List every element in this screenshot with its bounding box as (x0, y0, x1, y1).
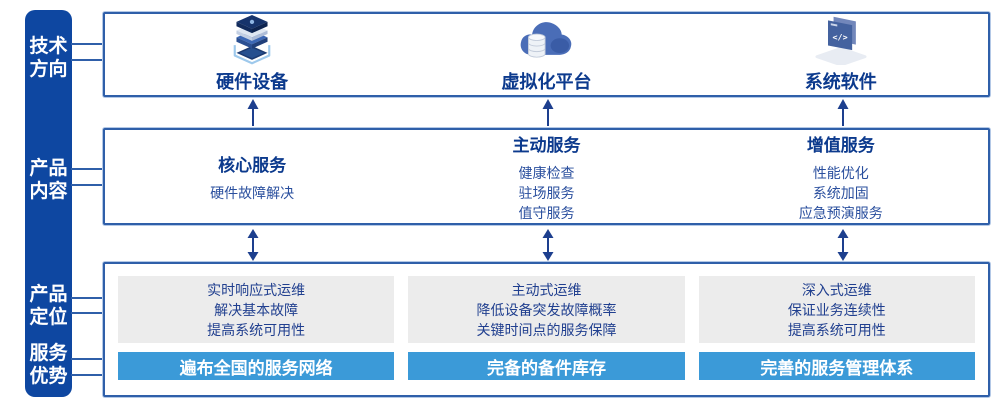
connector-line (71, 168, 104, 170)
service-title: 增值服务 (806, 135, 875, 155)
positioning-line: 主动式运维 (511, 281, 582, 298)
positioning-line: 解决基本故障 (214, 301, 299, 318)
svg-text:</>: </> (832, 32, 847, 42)
service-item: 应急预演服务 (798, 204, 883, 221)
connector-line (71, 43, 104, 45)
advantage-bar: 完善的服务管理体系 (698, 352, 975, 380)
arrow-up-down-icon (247, 229, 259, 261)
positioning-line: 提高系统可用性 (787, 321, 886, 338)
service-col-active: 主动服务 健康检查 驻场服务 值守服务 (399, 130, 693, 223)
arrow-up-icon (542, 99, 554, 126)
positioning-box: 实时响应式运维 解决基本故障 提高系统可用性 (118, 276, 395, 344)
connector-line (71, 374, 104, 376)
connector-line (71, 59, 104, 61)
service-item: 性能优化 (812, 164, 869, 181)
code-window-icon: </> (811, 15, 871, 65)
tech-item-hardware: 硬件设备 (105, 14, 399, 95)
arrow-up-down-icon (542, 229, 554, 261)
positioning-line: 降低设备突发故障概率 (476, 301, 617, 318)
cloud-database-icon (516, 15, 576, 65)
panel-positioning-advantage: 实时响应式运维 解决基本故障 提高系统可用性 遍布全国的服务网络 主动式运维 降… (103, 262, 990, 397)
connector-line (71, 312, 104, 314)
positioning-line: 深入式运维 (801, 281, 872, 298)
tech-item-label: 虚拟化平台 (501, 72, 592, 92)
positioning-line: 保证业务连续性 (787, 301, 886, 318)
service-col-core: 核心服务 硬件故障解决 (105, 130, 399, 223)
positioning-line: 实时响应式运维 (207, 281, 306, 298)
tech-item-label: 系统软件 (804, 72, 877, 92)
positioning-col-deep: 深入式运维 保证业务连续性 提高系统可用性 完善的服务管理体系 (698, 276, 975, 380)
rail-label-product-positioning: 产品 定位 (29, 284, 68, 328)
service-item: 值守服务 (518, 204, 575, 221)
tech-item-system-software: </> 系统软件 (694, 14, 988, 95)
advantage-bar: 完备的备件库存 (408, 352, 685, 380)
service-item: 硬件故障解决 (210, 184, 295, 201)
positioning-line: 提高系统可用性 (207, 321, 306, 338)
rail-label-tech-direction: 技术 方向 (29, 36, 68, 80)
server-stack-icon (221, 15, 283, 65)
rail-label-product-content: 产品 内容 (29, 158, 68, 202)
panel-product-content: 核心服务 硬件故障解决 主动服务 健康检查 驻场服务 值守服务 增值服务 性能优… (103, 128, 990, 225)
arrow-up-icon (247, 99, 259, 126)
rail-label-service-advantage: 服务 优势 (29, 343, 68, 387)
service-title: 主动服务 (512, 135, 581, 155)
tech-item-label: 硬件设备 (216, 72, 289, 92)
positioning-box: 主动式运维 降低设备突发故障概率 关键时间点的服务保障 (408, 276, 685, 344)
category-rail: 技术 方向 产品 内容 产品 定位 服务 优势 (25, 10, 72, 397)
connector-line (71, 297, 104, 299)
service-title: 核心服务 (218, 155, 287, 175)
arrow-up-icon (837, 99, 849, 126)
arrow-up-down-icon (837, 229, 849, 261)
service-item: 驻场服务 (518, 184, 575, 201)
service-item: 健康检查 (518, 164, 575, 181)
tech-item-virtualization: 虚拟化平台 (399, 14, 693, 95)
connector-line (71, 184, 104, 186)
panel-tech-direction: 硬件设备 虚拟化平台 (103, 12, 990, 97)
service-item: 系统加固 (812, 184, 869, 201)
connector-line (71, 358, 104, 360)
service-col-value-added: 增值服务 性能优化 系统加固 应急预演服务 (694, 130, 988, 223)
positioning-line: 关键时间点的服务保障 (476, 321, 617, 338)
positioning-col-realtime: 实时响应式运维 解决基本故障 提高系统可用性 遍布全国的服务网络 (118, 276, 395, 380)
positioning-box: 深入式运维 保证业务连续性 提高系统可用性 (698, 276, 975, 344)
advantage-bar: 遍布全国的服务网络 (118, 352, 395, 380)
positioning-col-proactive: 主动式运维 降低设备突发故障概率 关键时间点的服务保障 完备的备件库存 (408, 276, 685, 380)
